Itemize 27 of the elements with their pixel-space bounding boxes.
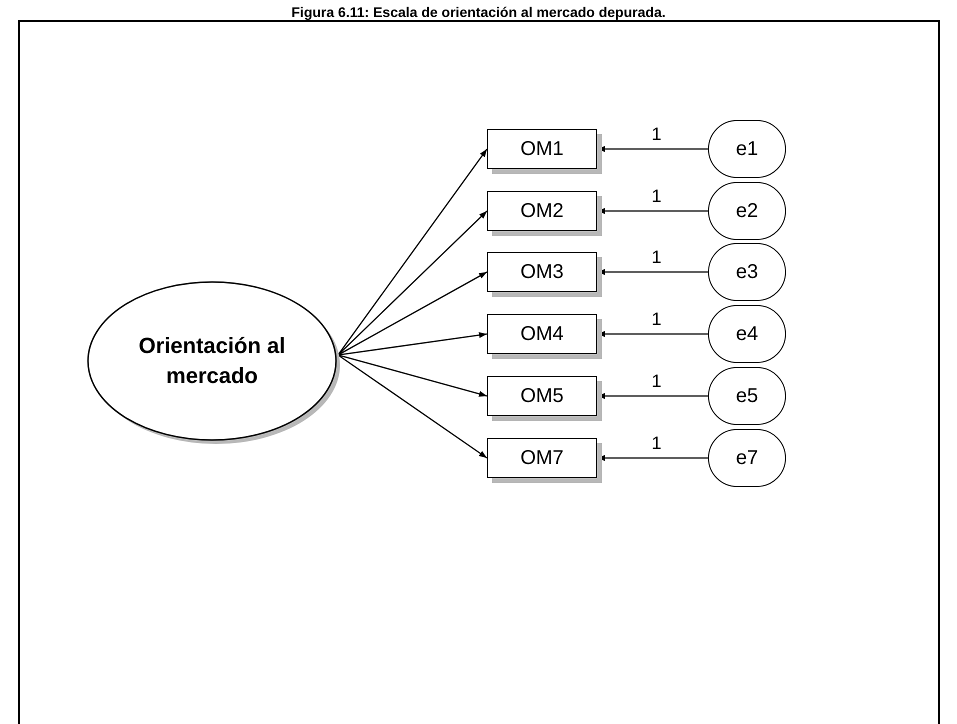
node-label: OM1 — [520, 137, 564, 162]
latent-variable-ellipse — [87, 281, 337, 441]
arrow — [338, 354, 488, 459]
node-label: e1 — [736, 137, 758, 162]
node-label: OM7 — [520, 446, 564, 471]
node-label: OM3 — [520, 260, 564, 285]
edge-label: 1 — [652, 187, 662, 205]
edge-label: 1 — [652, 434, 662, 452]
node-label: e7 — [736, 446, 758, 471]
edge-label: 1 — [652, 310, 662, 328]
node-label: OM4 — [520, 322, 564, 347]
node-label: e4 — [736, 322, 758, 347]
node-label: OM2 — [520, 199, 564, 224]
edge-label: 1 — [652, 372, 662, 390]
arrow — [338, 332, 488, 356]
node-label: Orientación al mercado — [138, 332, 286, 390]
edge-label: 1 — [652, 248, 662, 266]
node-label: e2 — [736, 199, 758, 224]
arrow — [338, 354, 488, 397]
node-label: OM5 — [520, 384, 564, 409]
figure-title: Figura 6.11: Escala de orientación al mercado depurada. — [290, 3, 667, 22]
node-label: e5 — [736, 384, 758, 409]
edge-label: 1 — [652, 125, 662, 143]
node-label: e3 — [736, 260, 758, 285]
arrow — [337, 148, 488, 356]
arrow — [338, 271, 488, 356]
arrow — [338, 210, 488, 356]
